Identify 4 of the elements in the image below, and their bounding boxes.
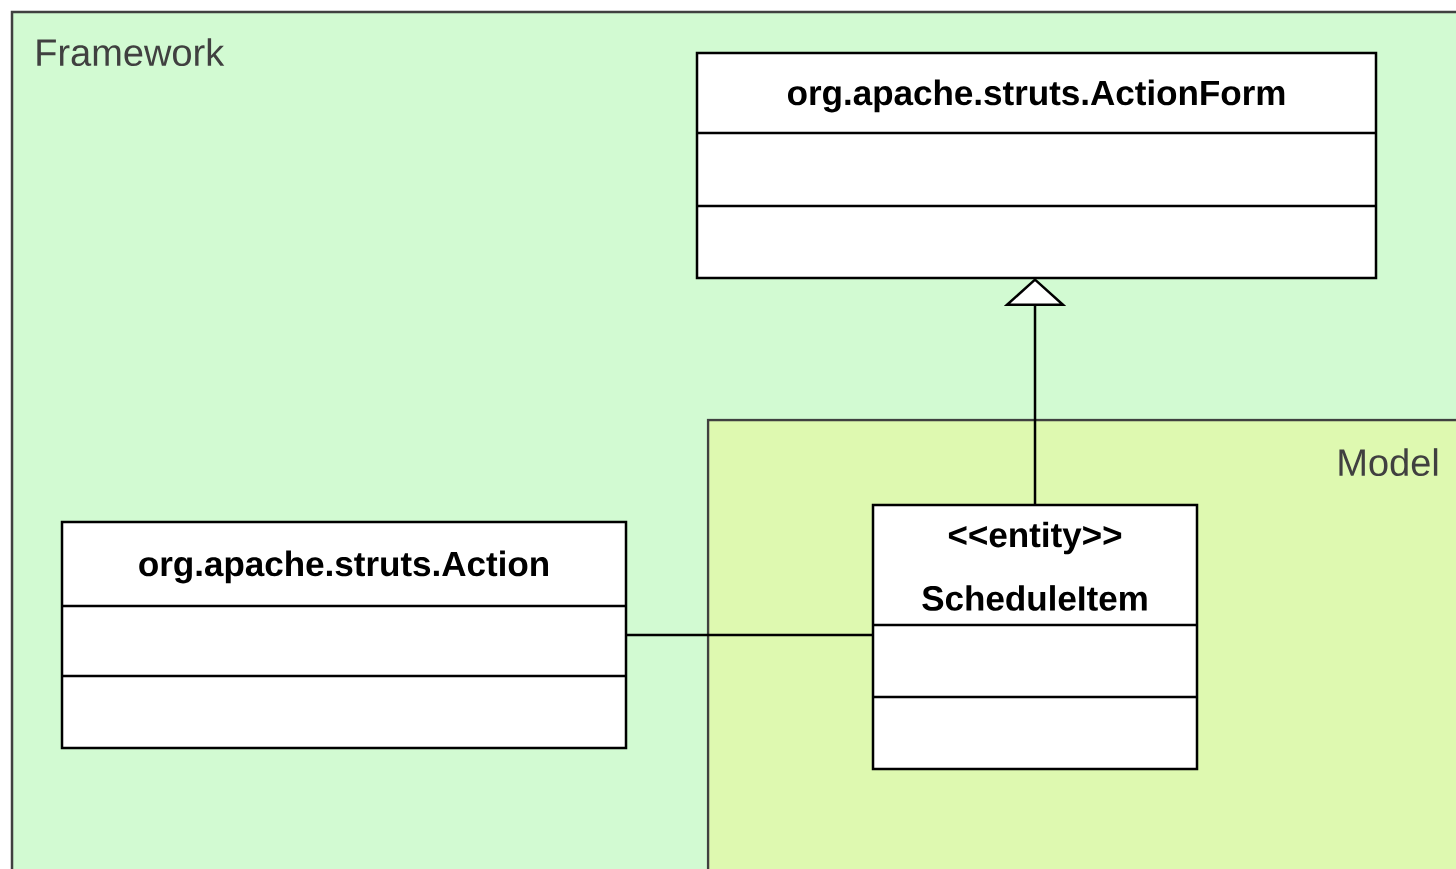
class-box: <<entity>> ScheduleItem [871, 503, 1199, 771]
association-line [626, 633, 873, 637]
class-box: org.apache.struts.Action [60, 520, 628, 750]
class-box: org.apache.struts.ActionForm [695, 51, 1378, 280]
